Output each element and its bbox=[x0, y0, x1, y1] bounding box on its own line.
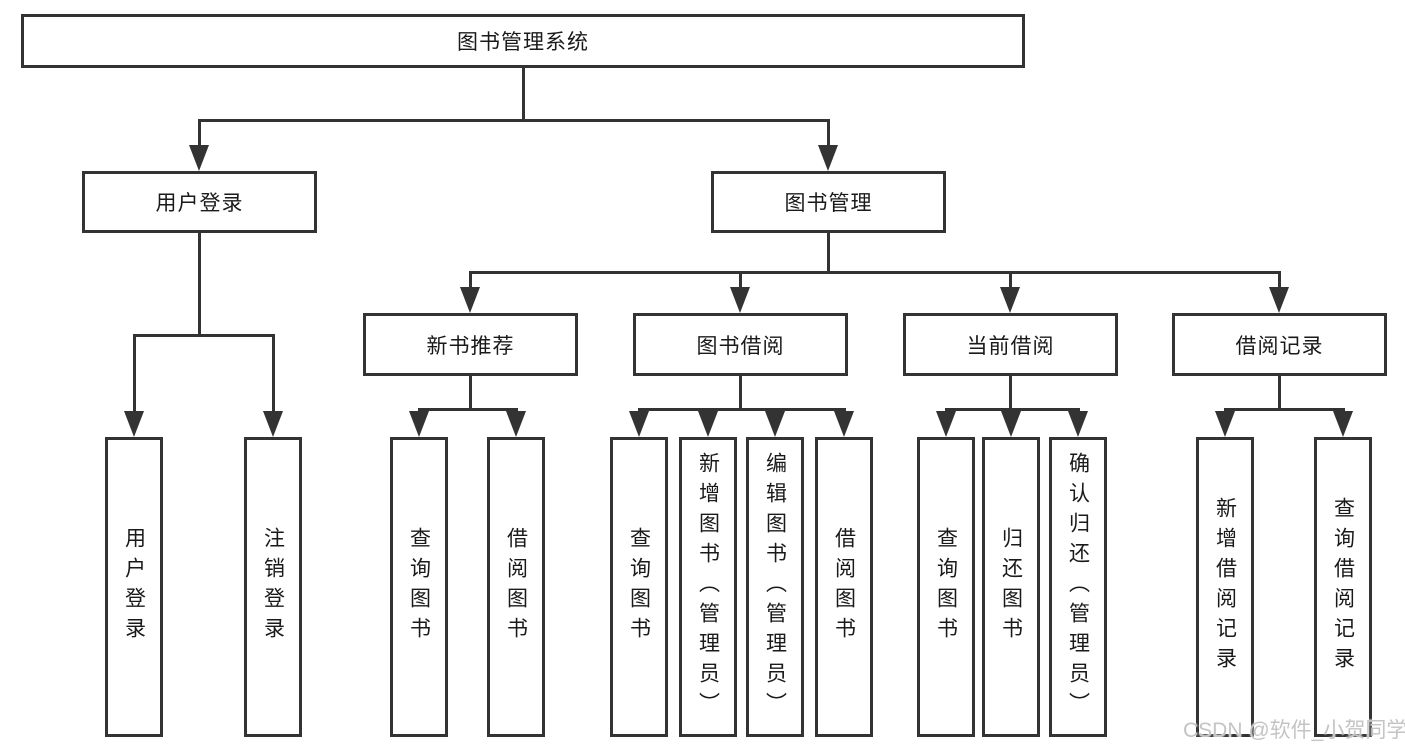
connector-line bbox=[1278, 271, 1281, 291]
arrow-down-icon bbox=[460, 287, 480, 313]
node-leaf-query-books-borrowing: 查询图书 bbox=[610, 437, 668, 737]
node-leaf-borrow-books-borrowing: 借阅图书 bbox=[815, 437, 873, 737]
connector-line bbox=[827, 233, 830, 273]
connector-line bbox=[272, 334, 275, 414]
connector-line bbox=[739, 376, 742, 410]
node-borrowing-records: 借阅记录 bbox=[1172, 313, 1387, 376]
node-current-borrowing: 当前借阅 bbox=[903, 313, 1118, 376]
node-book-borrowing: 图书借阅 bbox=[633, 313, 848, 376]
node-label: 图书借阅 bbox=[696, 334, 785, 358]
node-label: 新增借阅记录 bbox=[1213, 497, 1237, 677]
node-book-management: 图书管理 bbox=[711, 171, 946, 233]
connector-line bbox=[1009, 376, 1012, 410]
watermark: CSDN @软件_小贺同学 bbox=[1183, 719, 1405, 742]
node-leaf-edit-book-admin: 编辑图书（管理员） bbox=[746, 437, 804, 737]
connector-line bbox=[133, 334, 274, 337]
arrow-down-icon bbox=[506, 411, 526, 437]
arrow-down-icon bbox=[1333, 411, 1353, 437]
connector-line bbox=[470, 271, 1280, 274]
node-label: 注销登录 bbox=[261, 527, 285, 647]
node-label: 查询图书 bbox=[627, 527, 651, 647]
arrow-down-icon bbox=[189, 145, 209, 171]
arrow-down-icon bbox=[1000, 287, 1020, 313]
connector-line bbox=[418, 408, 518, 411]
node-label: 借阅图书 bbox=[504, 527, 528, 647]
node-leaf-query-books-current: 查询图书 bbox=[917, 437, 975, 737]
node-label: 归还图书 bbox=[999, 527, 1023, 647]
node-label: 借阅记录 bbox=[1235, 334, 1324, 358]
node-leaf-return-books: 归还图书 bbox=[982, 437, 1040, 737]
arrow-down-icon bbox=[1215, 411, 1235, 437]
arrow-down-icon bbox=[936, 411, 956, 437]
connector-line bbox=[133, 334, 136, 414]
node-label: 新书推荐 bbox=[426, 334, 515, 358]
node-leaf-borrow-books-recommend: 借阅图书 bbox=[487, 437, 545, 737]
node-leaf-logout: 注销登录 bbox=[244, 437, 302, 737]
connector-line bbox=[638, 408, 845, 411]
node-label: 图书管理 bbox=[784, 192, 873, 215]
node-label: 确认归还（管理员） bbox=[1066, 452, 1090, 722]
node-leaf-add-book-admin: 新增图书（管理员） bbox=[679, 437, 737, 737]
node-leaf-add-borrow-record: 新增借阅记录 bbox=[1196, 437, 1254, 737]
node-label: 查询图书 bbox=[934, 527, 958, 647]
connector-line bbox=[1278, 376, 1281, 410]
node-label: 当前借阅 bbox=[966, 334, 1055, 358]
node-user-login: 用户登录 bbox=[82, 171, 317, 233]
arrow-down-icon bbox=[730, 287, 750, 313]
node-label: 编辑图书（管理员） bbox=[763, 452, 787, 722]
arrow-down-icon bbox=[409, 411, 429, 437]
arrow-down-icon bbox=[818, 145, 838, 171]
connector-line bbox=[1224, 408, 1344, 411]
node-label: 查询图书 bbox=[407, 527, 431, 647]
connector-line bbox=[827, 119, 830, 149]
connector-line bbox=[739, 271, 742, 291]
node-new-book-recommendation: 新书推荐 bbox=[363, 313, 578, 376]
node-label: 用户登录 bbox=[122, 527, 146, 647]
node-label: 图书管理系统 bbox=[457, 31, 589, 54]
connector-line bbox=[198, 119, 201, 149]
arrow-down-icon bbox=[765, 411, 785, 437]
arrow-down-icon bbox=[263, 411, 283, 437]
connector-line bbox=[198, 233, 201, 336]
connector-line bbox=[522, 68, 525, 120]
connector-line bbox=[469, 376, 472, 410]
arrow-down-icon bbox=[834, 411, 854, 437]
node-leaf-confirm-return-admin: 确认归还（管理员） bbox=[1049, 437, 1107, 737]
node-leaf-query-borrow-record: 查询借阅记录 bbox=[1314, 437, 1372, 737]
node-label: 查询借阅记录 bbox=[1331, 497, 1355, 677]
arrow-down-icon bbox=[629, 411, 649, 437]
connector-line bbox=[1009, 271, 1012, 291]
connector-line bbox=[198, 119, 830, 122]
node-leaf-query-books-recommend: 查询图书 bbox=[390, 437, 448, 737]
node-leaf-user-login: 用户登录 bbox=[105, 437, 163, 737]
arrow-down-icon bbox=[1001, 411, 1021, 437]
node-label: 新增图书（管理员） bbox=[696, 452, 720, 722]
arrow-down-icon bbox=[124, 411, 144, 437]
arrow-down-icon bbox=[1068, 411, 1088, 437]
node-label: 借阅图书 bbox=[832, 527, 856, 647]
connector-line bbox=[469, 271, 472, 291]
node-library-management-system: 图书管理系统 bbox=[21, 14, 1025, 68]
arrow-down-icon bbox=[1269, 287, 1289, 313]
arrow-down-icon bbox=[698, 411, 718, 437]
node-label: 用户登录 bbox=[155, 192, 244, 215]
